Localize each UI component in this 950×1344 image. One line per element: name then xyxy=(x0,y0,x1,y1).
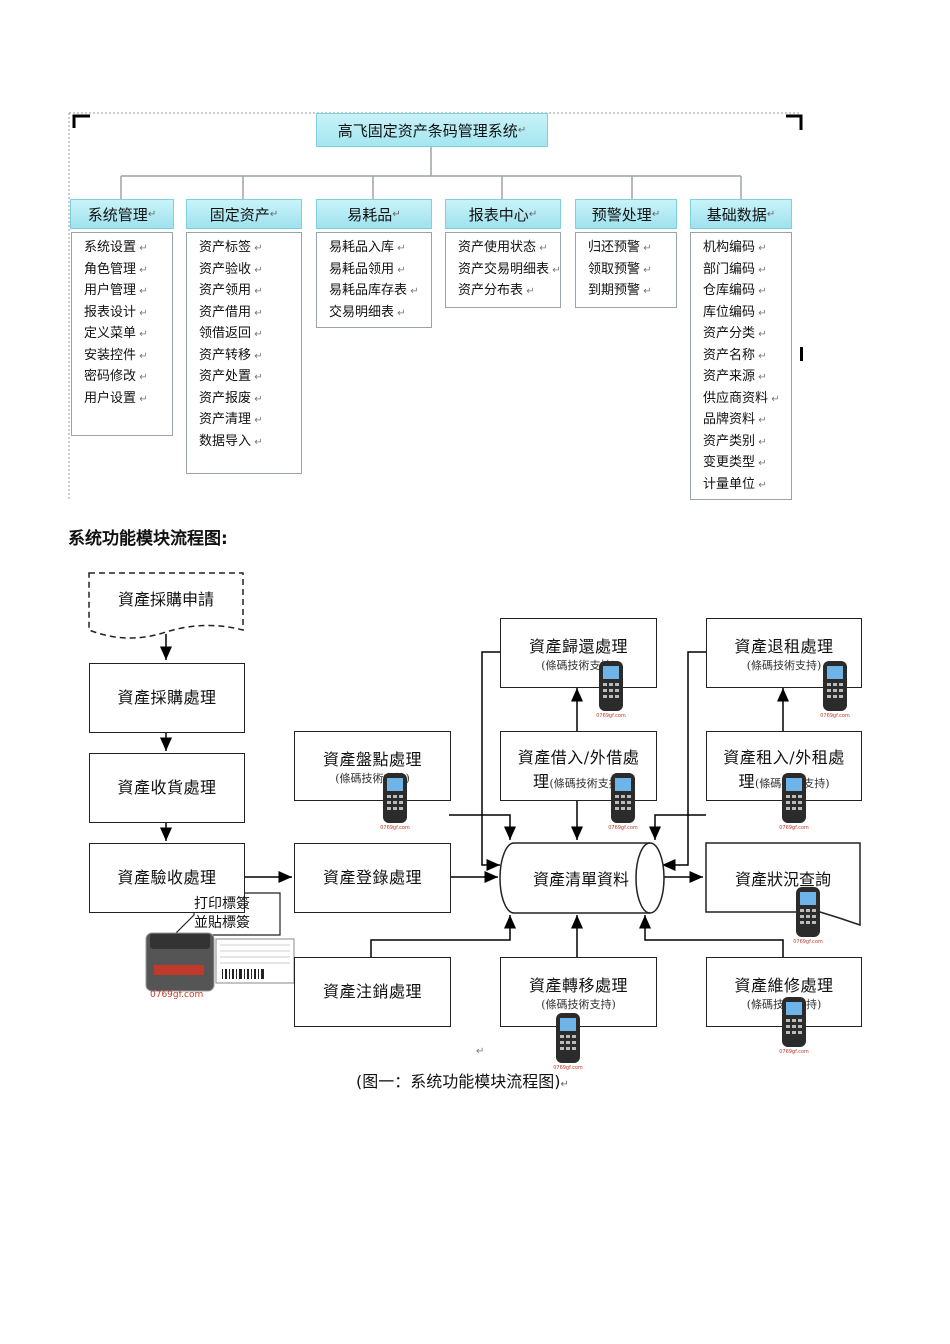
list-item: 库位编码 xyxy=(703,302,791,324)
list-item: 资产交易明细表 xyxy=(458,259,560,281)
list-item: 角色管理 xyxy=(84,259,172,281)
module-list-reports: 资产使用状态 资产交易明细表 资产分布表 xyxy=(445,232,561,308)
list-item: 计量单位 xyxy=(703,474,791,496)
list-item: 到期预警 xyxy=(588,280,676,302)
module-list-consumables: 易耗品入库 易耗品领用 易耗品库存表 交易明细表 xyxy=(316,232,432,328)
barcode-scanner-icon: 0769gf.com xyxy=(779,773,809,830)
figure-caption: (图一：系统功能模块流程图)↵ xyxy=(356,1072,569,1091)
svg-text:0769gf.com: 0769gf.com xyxy=(608,825,638,830)
list-item: 系统设置 xyxy=(84,237,172,259)
flow-acceptance: 資產驗收處理 xyxy=(89,843,245,913)
module-header-base-data: 基础数据↵ xyxy=(690,199,792,229)
list-item: 资产分布表 xyxy=(458,280,560,302)
list-item: 品牌资料 xyxy=(703,409,791,431)
list-item: 领取预警 xyxy=(588,259,676,281)
list-item: 交易明细表 xyxy=(329,302,431,324)
list-item: 资产转移 xyxy=(199,345,301,367)
list-item: 安装控件 xyxy=(84,345,172,367)
flow-borrow: 資產借入/外借處 理(條碼技術支持) xyxy=(500,731,657,801)
barcode-scanner-icon: 0769gf.com xyxy=(596,661,626,718)
list-item: 易耗品库存表 xyxy=(329,280,431,302)
module-header-reports: 报表中心↵ xyxy=(445,199,561,229)
barcode-scanner-icon: 0769gf.com xyxy=(553,1013,583,1070)
module-header-fixed-assets: 固定资产↵ xyxy=(186,199,302,229)
list-item: 资产处置 xyxy=(199,366,301,388)
svg-text:0769gf.com: 0769gf.com xyxy=(553,1065,583,1070)
module-list-alerts: 归还预警 领取预警 到期预警 xyxy=(575,232,677,308)
module-list-base-data: 机构编码 部门编码 仓库编码 库位编码 资产分类 资产名称 资产来源 供应商资料… xyxy=(690,232,792,500)
svg-text:0769gf.com: 0769gf.com xyxy=(596,713,626,718)
module-list-system: 系统设置 角色管理 用户管理 报表设计 定义菜单 安装控件 密码修改 用户设置 xyxy=(71,232,173,436)
list-item: 资产标签 xyxy=(199,237,301,259)
list-item: 用户设置 xyxy=(84,388,172,410)
list-item: 资产报废 xyxy=(199,388,301,410)
paragraph-mark: ↵ xyxy=(476,1046,485,1057)
list-item: 归还预警 xyxy=(588,237,676,259)
svg-text:0769gf.com: 0769gf.com xyxy=(793,939,823,944)
list-item: 资产使用状态 xyxy=(458,237,560,259)
print-label-note: 打印標簽並貼標簽 xyxy=(194,896,250,931)
flow-purchase-request: 資產採購申請 xyxy=(117,590,214,609)
list-item: 机构编码 xyxy=(703,237,791,259)
list-item: 易耗品领用 xyxy=(329,259,431,281)
barcode-scanner-icon: 0769gf.com xyxy=(608,773,638,830)
flow-register: 資產登錄處理 xyxy=(294,843,451,913)
flow-asset-list: 資產清單資料 xyxy=(532,870,629,889)
list-item: 供应商资料 xyxy=(703,388,791,410)
printer-brand: 0769gf.com xyxy=(150,990,204,1000)
list-item: 密码修改 xyxy=(84,366,172,388)
list-item: 数据导入 xyxy=(199,431,301,453)
module-list-fixed-assets: 资产标签 资产验收 资产领用 资产借用 领借返回 资产转移 资产处置 资产报废 … xyxy=(186,232,302,474)
module-header-system: 系统管理↵ xyxy=(70,199,174,229)
flow-inventory: 資產盤點處理 (條碼技術支持) xyxy=(294,731,451,801)
svg-text:0769gf.com: 0769gf.com xyxy=(380,825,410,830)
list-item: 资产清理 xyxy=(199,409,301,431)
list-item: 仓库编码 xyxy=(703,280,791,302)
flow-status-query: 資產狀況查詢 xyxy=(734,870,831,889)
list-item: 变更类型 xyxy=(703,452,791,474)
barcode-scanner-icon: 0769gf.com xyxy=(779,997,809,1054)
flow-return: 資產歸還處理 (條碼技術支持) xyxy=(500,618,657,688)
list-item: 部门编码 xyxy=(703,259,791,281)
svg-text:0769gf.com: 0769gf.com xyxy=(779,1049,809,1054)
module-header-alerts: 预警处理↵ xyxy=(575,199,677,229)
list-item: 领借返回 xyxy=(199,323,301,345)
list-item: 资产来源 xyxy=(703,366,791,388)
barcode-scanner-icon: 0769gf.com xyxy=(380,773,410,830)
flow-receiving: 資產收貨處理 xyxy=(89,753,245,823)
module-header-consumables: 易耗品↵ xyxy=(316,199,432,229)
list-item: 定义菜单 xyxy=(84,323,172,345)
flow-cancel: 資產注銷處理 xyxy=(294,957,451,1027)
flow-purchase: 資產採購處理 xyxy=(89,663,245,733)
list-item: 资产借用 xyxy=(199,302,301,324)
list-item: 资产类别 xyxy=(703,431,791,453)
list-item: 报表设计 xyxy=(84,302,172,324)
section-title: 系统功能模块流程图: xyxy=(68,529,228,549)
org-chart: 高飞固定资产条码管理系统↵ 系统管理↵ 系统设置 角色管理 用户管理 报表设计 … xyxy=(0,0,950,510)
barcode-scanner-icon: 0769gf.com xyxy=(793,887,823,944)
svg-text:0769gf.com: 0769gf.com xyxy=(820,713,850,718)
list-item: 资产分类 xyxy=(703,323,791,345)
list-item: 资产领用 xyxy=(199,280,301,302)
barcode-scanner-icon: 0769gf.com xyxy=(820,661,850,718)
org-root-title: 高飞固定资产条码管理系统↵ xyxy=(316,113,548,147)
svg-text:0769gf.com: 0769gf.com xyxy=(779,825,809,830)
printer-icon xyxy=(145,932,295,992)
list-item: 易耗品入库 xyxy=(329,237,431,259)
list-item: 资产名称 xyxy=(703,345,791,367)
list-item: 资产验收 xyxy=(199,259,301,281)
list-item: 用户管理 xyxy=(84,280,172,302)
